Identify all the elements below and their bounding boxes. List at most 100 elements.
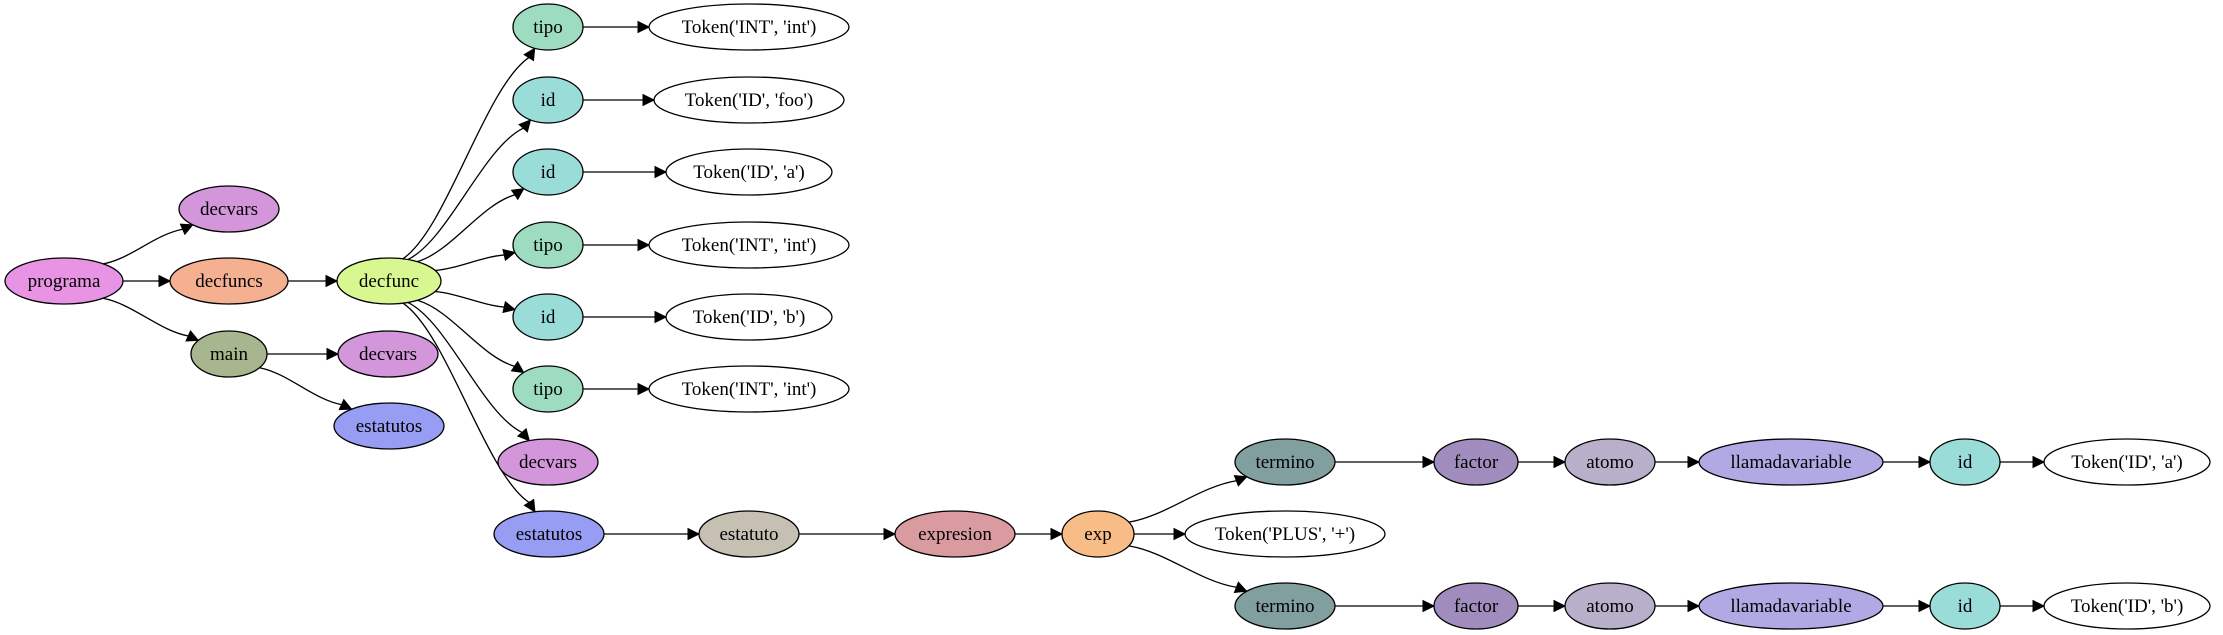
node-expresion: expresion bbox=[894, 510, 1016, 558]
node-label: atomo bbox=[1586, 452, 1634, 473]
node-ellipse bbox=[665, 148, 833, 196]
node-decfuncs: decfuncs bbox=[169, 257, 289, 305]
node-ellipse bbox=[1564, 438, 1656, 486]
node-label: Token('INT', 'int') bbox=[682, 17, 817, 38]
node-ellipse bbox=[1061, 510, 1135, 558]
node-factor2: factor bbox=[1433, 582, 1519, 630]
arrowhead bbox=[687, 527, 701, 541]
node-label: Token('ID', 'b') bbox=[693, 307, 806, 328]
node-ellipse bbox=[1698, 582, 1884, 630]
arrowhead bbox=[325, 274, 339, 288]
node-ellipse bbox=[333, 402, 445, 450]
node-tok4: Token('INT', 'int') bbox=[648, 221, 850, 269]
node-llamada1: llamadavariable bbox=[1698, 438, 1884, 486]
node-label: decvars bbox=[519, 452, 577, 473]
node-ellipse bbox=[653, 76, 845, 124]
node-tok2: Token('ID', 'foo') bbox=[653, 76, 845, 124]
arrowhead bbox=[338, 398, 353, 411]
arrowhead bbox=[1422, 599, 1436, 613]
edge-line bbox=[1128, 480, 1237, 523]
node-ellipse bbox=[512, 76, 584, 124]
node-ellipse bbox=[698, 510, 800, 558]
node-tipo2: tipo bbox=[512, 221, 584, 269]
node-ellipse bbox=[512, 221, 584, 269]
arrowhead bbox=[326, 347, 340, 361]
node-ellipse bbox=[1929, 582, 2001, 630]
node-tipo3: tipo bbox=[512, 365, 584, 413]
arrowhead bbox=[523, 498, 536, 513]
node-layer: programa decvars decfuncs main decfunc decvar… bbox=[4, 3, 2211, 630]
node-label: Token('ID', 'a') bbox=[693, 162, 805, 183]
edge-exp-tokplus bbox=[1133, 527, 1187, 541]
edge-line bbox=[417, 194, 515, 263]
edge-id2-tok3 bbox=[582, 165, 668, 179]
node-ellipse bbox=[336, 257, 442, 305]
node-decvars2: decvars bbox=[337, 330, 439, 378]
node-label: id bbox=[541, 90, 556, 111]
edge-decfunc-tipo1 bbox=[402, 47, 536, 260]
arrowhead bbox=[654, 310, 668, 324]
edge-id3-tok5 bbox=[583, 310, 668, 324]
node-ellipse bbox=[178, 185, 280, 233]
node-label: estatutos bbox=[516, 524, 583, 545]
node-main: main bbox=[190, 330, 268, 378]
node-label: llamadavariable bbox=[1730, 452, 1851, 473]
node-label: decfunc bbox=[359, 271, 419, 292]
node-tokb: Token('ID', 'b') bbox=[2043, 582, 2211, 630]
node-toka: Token('ID', 'a') bbox=[2043, 438, 2211, 486]
node-tok3: Token('ID', 'a') bbox=[665, 148, 833, 196]
edge-decfunc-tipo3 bbox=[417, 299, 525, 374]
node-ellipse bbox=[169, 257, 289, 305]
edge-atomo2-llamada2 bbox=[1655, 599, 1701, 613]
node-label: tipo bbox=[533, 17, 563, 38]
node-llamada2: llamadavariable bbox=[1698, 582, 1884, 630]
node-id2: id bbox=[512, 148, 584, 196]
arrowhead bbox=[1553, 599, 1567, 613]
arrowhead bbox=[1173, 527, 1187, 541]
arrowhead bbox=[654, 165, 668, 179]
node-label: tipo bbox=[533, 379, 563, 400]
edge-line bbox=[259, 367, 342, 406]
node-ellipse bbox=[337, 330, 439, 378]
node-id1: id bbox=[512, 76, 584, 124]
edge-decfunc-tipo2 bbox=[435, 248, 516, 272]
node-label: id bbox=[1958, 452, 1973, 473]
node-label: tipo bbox=[533, 235, 563, 256]
node-label: main bbox=[210, 344, 248, 365]
node-label: factor bbox=[1454, 596, 1499, 617]
node-ellipse bbox=[1234, 438, 1336, 486]
edge-decfunc-id3 bbox=[435, 290, 516, 314]
node-tipo1: tipo bbox=[512, 3, 584, 51]
node-decvars3: decvars bbox=[497, 438, 599, 486]
edge-line bbox=[102, 297, 189, 337]
edge-llamada2-id5 bbox=[1883, 599, 1932, 613]
edge-tipo2-tok4 bbox=[583, 238, 651, 252]
arrowhead bbox=[185, 330, 200, 342]
edge-main-estatutos1 bbox=[259, 367, 353, 411]
arrowhead bbox=[1422, 455, 1436, 469]
node-termino1: termino bbox=[1234, 438, 1336, 486]
node-estatutos2: estatutos bbox=[493, 510, 605, 558]
arrowhead bbox=[2032, 599, 2046, 613]
arrowhead bbox=[642, 93, 656, 107]
edge-line bbox=[402, 302, 530, 504]
edge-tipo3-tok6 bbox=[583, 382, 651, 396]
edge-line bbox=[402, 57, 530, 260]
edge-decfunc-id2 bbox=[417, 187, 525, 263]
edge-llamada1-id4 bbox=[1883, 455, 1932, 469]
node-label: decvars bbox=[200, 199, 258, 220]
edge-layer bbox=[102, 20, 2046, 613]
node-ellipse bbox=[512, 148, 584, 196]
edge-decfuncs-decfunc bbox=[288, 274, 339, 288]
arrowhead bbox=[637, 20, 651, 34]
arrowhead bbox=[1233, 581, 1248, 593]
node-ellipse bbox=[648, 3, 850, 51]
node-tok6: Token('INT', 'int') bbox=[648, 365, 850, 413]
arrowhead bbox=[1687, 599, 1701, 613]
edge-programa-decfuncs bbox=[123, 274, 172, 288]
edge-estatuto-expresion bbox=[798, 527, 897, 541]
node-programa: programa bbox=[4, 257, 124, 305]
node-ellipse bbox=[1433, 582, 1519, 630]
arrowhead bbox=[1687, 455, 1701, 469]
